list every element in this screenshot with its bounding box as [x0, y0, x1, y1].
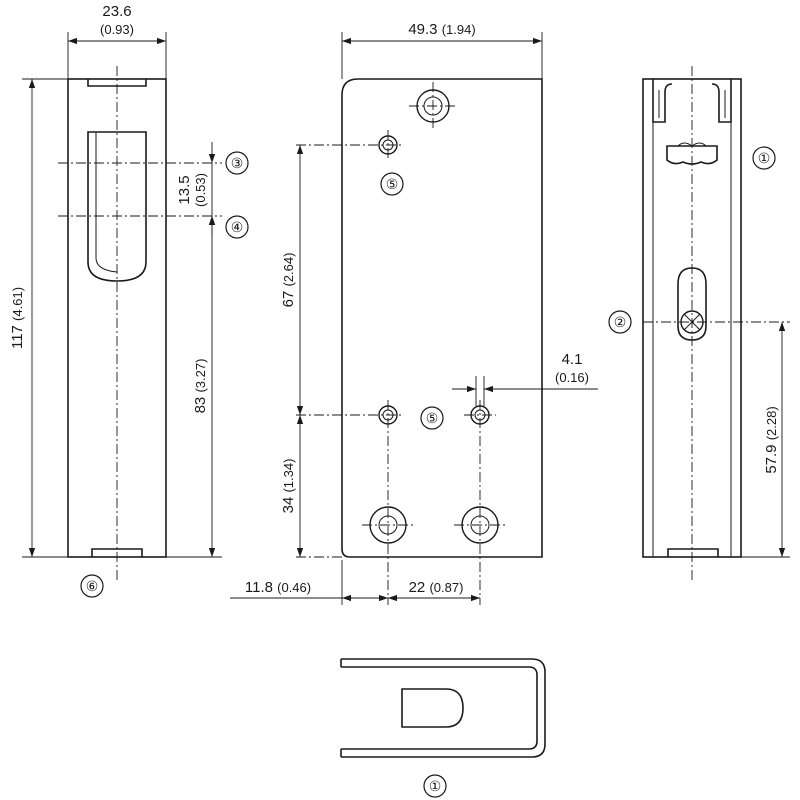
svg-text:④: ④: [231, 219, 244, 235]
dim-small-hole-dia-inch: (0.16): [555, 370, 589, 385]
dim-hole-spacing-vertical: 67 (2.64): [280, 253, 297, 308]
callout-4: ④: [225, 215, 249, 239]
bottom-view: ①: [340, 658, 546, 798]
callout-5-top: ⑤: [380, 172, 404, 196]
dim-height-total: 117 (4.61): [9, 287, 26, 349]
dim-width-left: 23.6: [102, 3, 131, 20]
callout-5-bottom: ⑤: [420, 406, 444, 430]
dim-screw-height: 57.9 (2.28): [763, 406, 780, 473]
dim-hole-spacing-horizontal: 22 (0.87): [409, 579, 464, 596]
dim-small-hole-dia: 4.1: [562, 351, 583, 368]
svg-text:①: ①: [429, 778, 442, 794]
dim-width-left-inch: (0.93): [100, 22, 134, 37]
right-view: 57.9 (2.28) ① ②: [608, 66, 790, 582]
callout-3: ③: [225, 151, 249, 175]
svg-text:③: ③: [231, 155, 244, 171]
dim-width-main: 49.3 (1.94): [408, 21, 475, 38]
svg-text:⑤: ⑤: [386, 176, 399, 192]
dim-slot-offset: 13.5: [176, 175, 193, 204]
dim-slot-to-bottom: 83 (3.27): [192, 359, 209, 414]
callout-1-top: ①: [752, 146, 776, 170]
svg-text:⑤: ⑤: [426, 410, 439, 426]
svg-text:⑥: ⑥: [86, 578, 99, 594]
left-view: 23.6 (0.93) 117 (4.61) 13.5 (0.53) 83 (3…: [9, 3, 249, 598]
bottom-window: [401, 688, 464, 728]
svg-text:①: ①: [758, 150, 771, 166]
callout-2: ②: [608, 310, 632, 334]
dim-edge-to-hole: 11.8 (0.46): [245, 579, 311, 596]
main-view: 49.3 (1.94) 67 (2.64): [230, 21, 598, 605]
callout-1-bottom: ①: [423, 774, 447, 798]
svg-text:②: ②: [614, 314, 627, 330]
callout-6: ⑥: [80, 574, 104, 598]
dim-slot-offset-inch: (0.53): [193, 173, 208, 207]
dim-hole-to-bottom: 34 (1.34): [280, 459, 297, 514]
